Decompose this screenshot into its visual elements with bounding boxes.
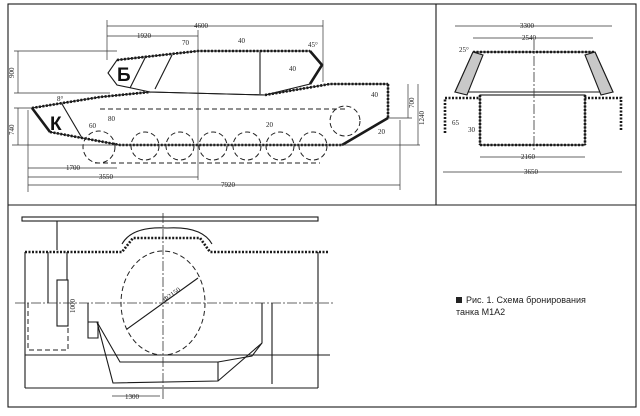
- dim-740: 740: [8, 124, 16, 135]
- hull-belly-armor: [49, 130, 342, 147]
- dim-20-belly: 20: [266, 121, 274, 129]
- front-view: 3300 2540 25° 65 30 2160 3650: [443, 22, 623, 176]
- dim-60: 60: [89, 122, 97, 130]
- angle-8: 8°: [57, 95, 64, 103]
- dim-1700: 1700: [66, 164, 81, 172]
- dim-700: 700: [408, 97, 416, 108]
- dim-1300: 1300: [125, 393, 140, 401]
- dim-40-front: 40: [289, 65, 297, 73]
- bullet-square-icon: [456, 297, 462, 303]
- dim-4600: 4600: [194, 22, 209, 30]
- dim-3550: 3550: [99, 173, 114, 181]
- turret-rear-armor: [308, 50, 324, 85]
- hull-box: [479, 94, 586, 146]
- turret-roof-armor: [116, 49, 310, 62]
- dim-80: 80: [108, 115, 116, 123]
- zone-label-turret: Б: [117, 65, 131, 86]
- dim-70: 70: [182, 39, 190, 47]
- hull-top-armor: [25, 236, 328, 254]
- dim-65: 65: [452, 119, 460, 127]
- top-rail: [21, 216, 319, 222]
- dim-7920: 7920: [221, 181, 236, 189]
- dim-20-rear: 20: [378, 128, 386, 136]
- figure-caption: Рис. 1. Схема бронирования танка М1А2: [456, 294, 616, 318]
- road-wheels: [82, 105, 361, 164]
- turret-outline: [107, 50, 323, 96]
- angle-45: 45°: [308, 41, 318, 49]
- caption-line-2: танка М1А2: [456, 307, 506, 317]
- dim-3300: 3300: [520, 22, 535, 30]
- dim-1240: 1240: [418, 111, 426, 126]
- dim-1920: 1920: [137, 32, 152, 40]
- caption-line-1: Рис. 1. Схема бронирования: [466, 295, 586, 305]
- plan-view: Ф2150 1000 1300: [15, 213, 333, 401]
- angle-25: 25°: [459, 46, 469, 54]
- zone-label-hull: К: [50, 114, 62, 135]
- dim-2160: 2160: [521, 153, 536, 161]
- dim-30: 30: [468, 126, 476, 134]
- dim-phi2150: Ф2150: [162, 286, 183, 304]
- dim-2540: 2540: [522, 34, 537, 42]
- dim-1000: 1000: [69, 299, 77, 314]
- dim-40-rear: 40: [371, 91, 379, 99]
- dim-3650: 3650: [524, 168, 539, 176]
- side-view: Б К 4600 1920 70 40 45° 900 40 8° 80 60 …: [8, 20, 426, 192]
- dim-900: 900: [8, 67, 16, 78]
- dim-40-roof: 40: [238, 37, 246, 45]
